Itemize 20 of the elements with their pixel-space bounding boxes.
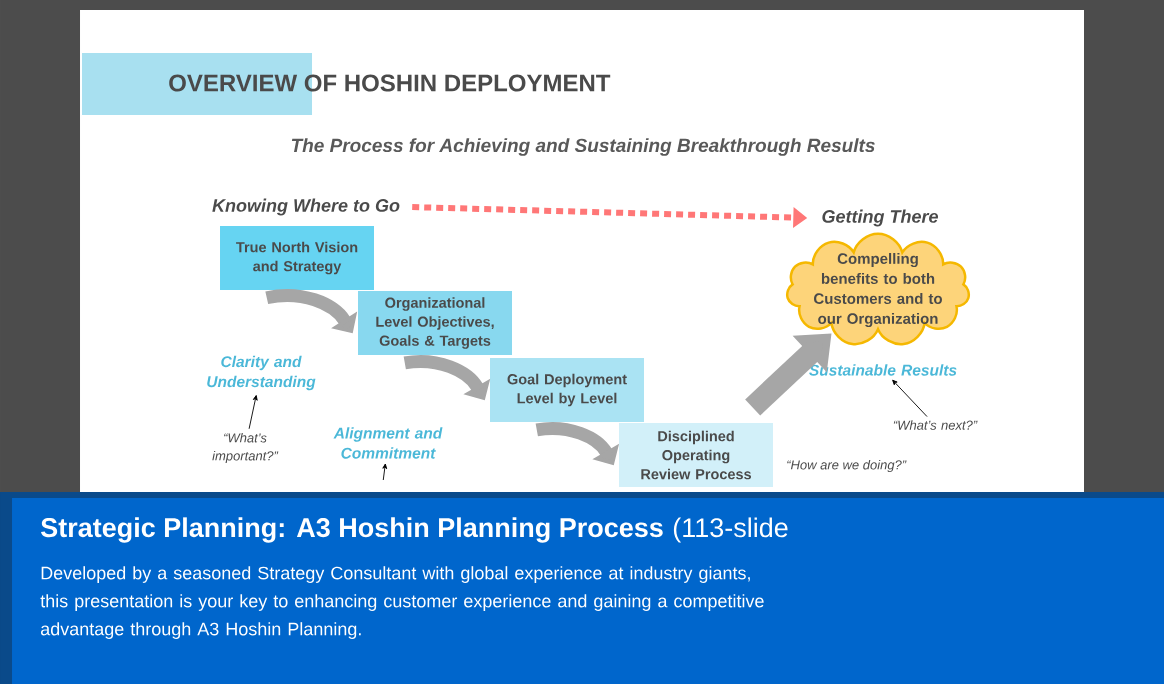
question-text: “What’s next?” — [893, 420, 978, 430]
arrow — [248, 395, 258, 430]
arrow — [892, 379, 928, 417]
arrow — [382, 463, 388, 481]
outcome-label: Alignment and Commitment — [333, 427, 443, 459]
stage-heading: Getting There — [822, 209, 938, 227]
banner-title: Strategic Planning: A3 Hoshin Planning Process — [41, 517, 663, 543]
stage-heading: Knowing Where to Go — [212, 198, 400, 216]
process-box: Disciplined Operating Review Process — [619, 423, 773, 487]
process-box: Organizational Level Objectives, Goals & Targets — [358, 291, 512, 355]
subtitle: The Process for Achieving and Sustaining Breakthrough Results — [291, 138, 875, 156]
process-box: True North Vision and Strategy — [220, 226, 374, 290]
process-box: Goal Deployment Level by Level — [490, 358, 644, 422]
banner-description: Developed by a seasoned Strategy Consultant with global experience at industry giants, this presentation is your key to enhancing customer experience and gaining a competitive advantage through A3 Hoshin Planning. — [40, 566, 764, 639]
banner-note: (113-slide — [673, 517, 788, 543]
outcome-label: Clarity and Understanding — [207, 355, 316, 391]
question-text: “How are we doing?” — [787, 459, 907, 473]
question-text: “What’s important?” — [212, 432, 279, 464]
outcome-label: Sustainable Results — [809, 364, 957, 376]
slide-title: OVERVIEW OF HOSHIN DEPLOYMENT — [169, 74, 611, 92]
